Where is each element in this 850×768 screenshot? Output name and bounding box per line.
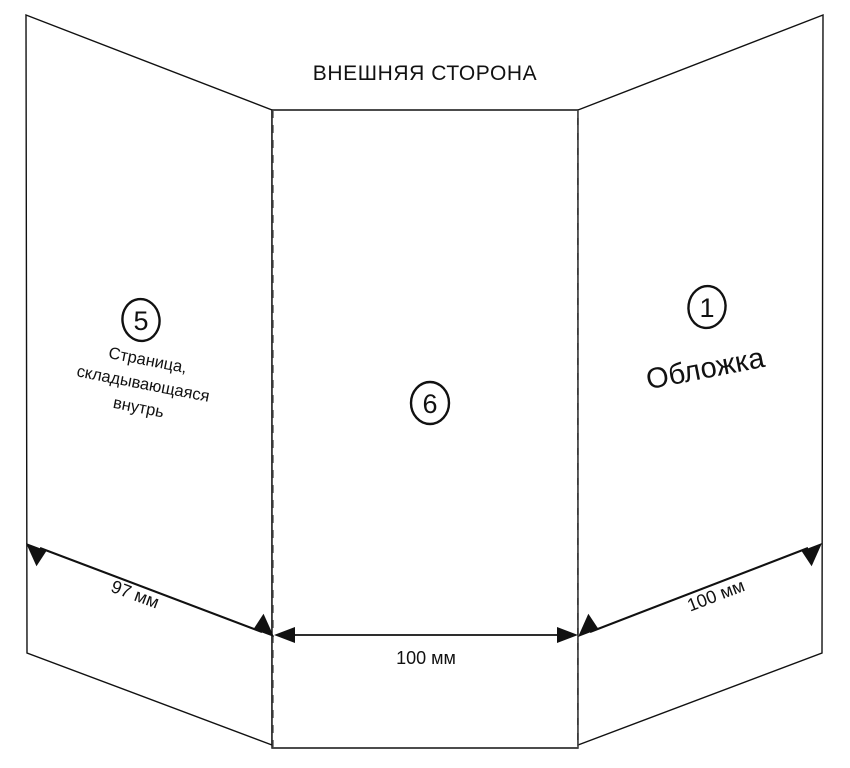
dimension-left-arrow-end — [253, 613, 274, 637]
dimension-right-line — [589, 547, 809, 633]
svg-text:100 мм: 100 мм — [396, 648, 456, 668]
dimension-center-arrow-end — [557, 627, 578, 643]
dimension-center-arrow-start — [274, 627, 295, 643]
diagram-title: ВНЕШНЯЯ СТОРОНА — [313, 62, 538, 85]
center-panel-content: 6 — [409, 380, 451, 426]
panel-number-6: 6 — [422, 389, 437, 419]
panel-number-circle-6 — [409, 380, 451, 426]
dimension-left-arrow-start — [26, 543, 47, 567]
panel-number-circle-1 — [687, 284, 727, 330]
dimension-right-arrow-end — [801, 543, 822, 567]
panel-shapes — [25, 13, 824, 749]
dimension-center: 100 мм — [274, 627, 578, 668]
panel-number-5: 5 — [133, 306, 148, 336]
dimension-left-line — [39, 547, 263, 633]
dimension-center-text: 100 мм — [396, 648, 456, 668]
fold-lines — [272, 110, 579, 748]
panel-number-1: 1 — [699, 293, 714, 323]
dimension-right-arrow-start — [578, 613, 599, 637]
panel-number-circle-5 — [121, 297, 161, 343]
